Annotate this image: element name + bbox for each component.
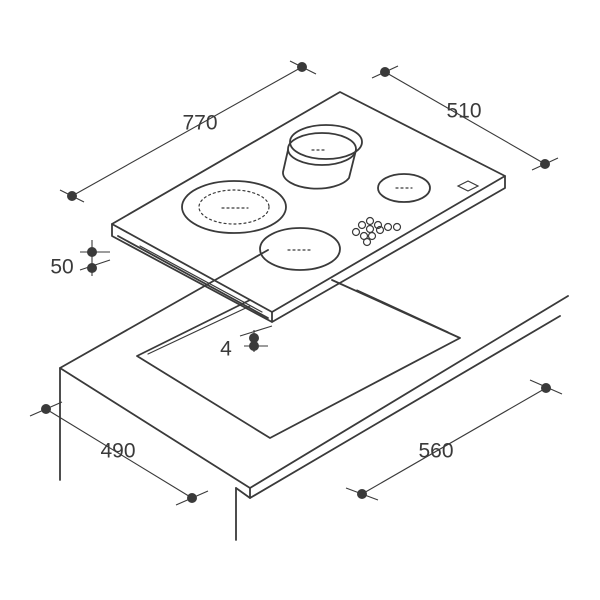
dimension-hob-width: 770 (59, 60, 317, 203)
dimension-hob-height: 50 (50, 240, 111, 279)
dimension-cutout-depth: 490 (29, 401, 209, 506)
dimension-label-490: 490 (100, 440, 135, 463)
rear-cooking-zone-with-pan (282, 124, 363, 190)
dimension-hob-depth: 510 (371, 65, 559, 171)
dimension-clearance: 4 (220, 325, 273, 361)
touch-controls (351, 216, 402, 247)
dimension-label-560: 560 (418, 440, 453, 463)
front-cooking-zone (259, 227, 341, 271)
small-right-cooking-zone (377, 173, 431, 203)
countertop (59, 249, 569, 541)
left-cooking-zone (181, 180, 287, 234)
dimension-cutout-width: 560 (345, 379, 563, 501)
logo-plate (456, 180, 480, 192)
dimension-label-510: 510 (446, 100, 481, 123)
dimension-label-4: 4 (220, 338, 232, 361)
dimension-label-50: 50 (50, 256, 73, 279)
hob (111, 91, 506, 323)
dimension-label-770: 770 (182, 112, 217, 135)
cutout-opening (136, 279, 461, 439)
